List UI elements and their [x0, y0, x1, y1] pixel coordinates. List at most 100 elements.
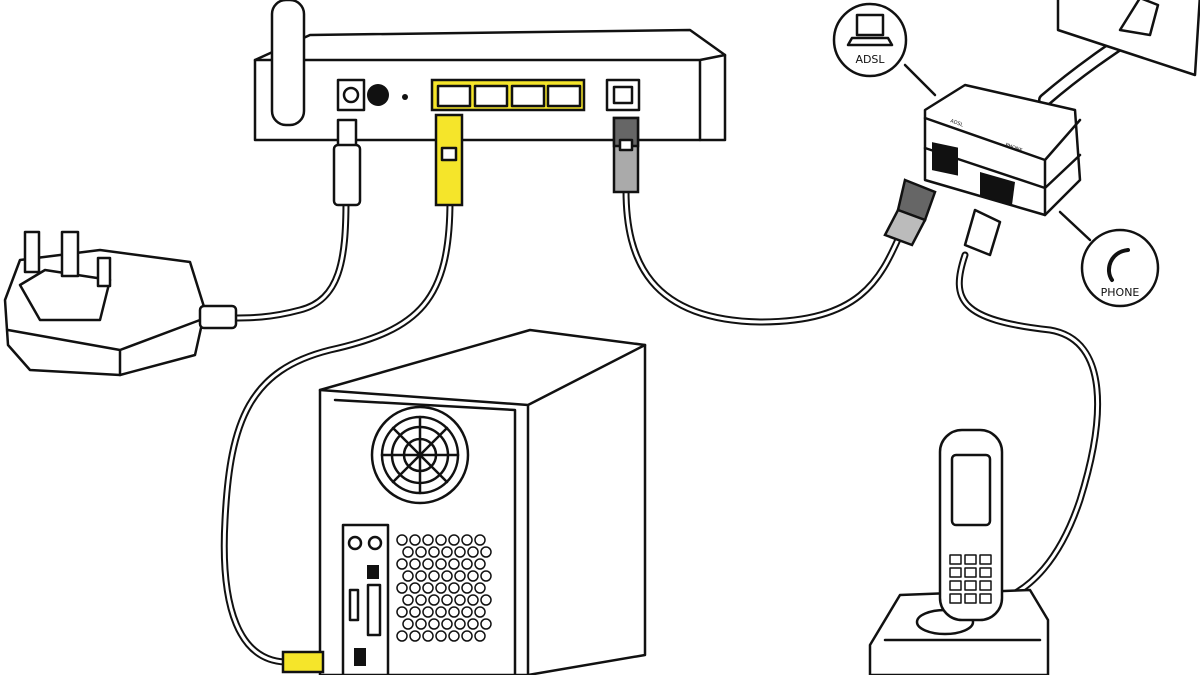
vent-hole	[428, 618, 440, 630]
vent-hole	[480, 618, 492, 630]
dsl-cable	[622, 186, 904, 326]
vent-hole	[409, 630, 421, 642]
vent-hole	[441, 594, 453, 606]
dsl-plug	[612, 116, 640, 194]
vent-hole	[435, 582, 447, 594]
adsl-callout-label: ADSL	[855, 53, 885, 66]
vent-hole	[467, 546, 479, 558]
power-jack-plug	[332, 118, 362, 207]
vent-hole	[396, 606, 408, 618]
vent-hole	[448, 582, 460, 594]
phone-key	[964, 567, 977, 578]
vent-hole	[428, 570, 440, 582]
phone-cable	[955, 251, 1102, 604]
adsl-callout: ADSL	[832, 2, 937, 97]
vent-hole	[415, 618, 427, 630]
ethernet-plug	[434, 113, 464, 207]
vent-hole	[467, 570, 479, 582]
phone-key	[964, 580, 977, 591]
vent-hole	[435, 606, 447, 618]
cordless-phone	[868, 428, 1050, 675]
lan-ports	[430, 78, 586, 112]
vent-hole	[428, 546, 440, 558]
vent-hole	[480, 570, 492, 582]
vent-hole	[422, 558, 434, 570]
vent-hole	[448, 630, 460, 642]
vent-hole	[474, 558, 486, 570]
vent-hole	[415, 594, 427, 606]
pc-tower	[318, 328, 647, 675]
vent-hole	[396, 582, 408, 594]
vent-hole	[441, 618, 453, 630]
vent-hole	[396, 534, 408, 546]
phone-key	[979, 593, 992, 604]
vent-hole	[480, 594, 492, 606]
vent-hole	[474, 630, 486, 642]
adsl-splitter: ADSL PHONE	[923, 83, 1082, 217]
vent-hole	[454, 570, 466, 582]
vent-hole	[402, 570, 414, 582]
vent-hole	[435, 630, 447, 642]
power-adapter	[3, 230, 238, 377]
vent-hole	[467, 594, 479, 606]
vent-hole	[441, 570, 453, 582]
rj45-plug-splitter	[883, 178, 937, 247]
phone-key	[964, 593, 977, 604]
vent-hole	[396, 558, 408, 570]
vent-hole	[415, 546, 427, 558]
vent-hole	[480, 546, 492, 558]
vent-grille	[396, 534, 492, 642]
vent-hole	[409, 558, 421, 570]
vent-hole	[402, 594, 414, 606]
vent-hole	[422, 582, 434, 594]
vent-hole	[396, 630, 408, 642]
vent-hole	[448, 534, 460, 546]
vent-hole	[467, 618, 479, 630]
ethernet-plug-pc	[281, 650, 325, 674]
power-cable	[228, 196, 350, 322]
vent-hole	[402, 546, 414, 558]
phone-key	[949, 593, 962, 604]
phone-key	[964, 554, 977, 565]
wall-socket	[1056, 0, 1200, 77]
vent-hole	[461, 606, 473, 618]
vent-hole	[474, 534, 486, 546]
phone-key	[979, 554, 992, 565]
vent-hole	[422, 630, 434, 642]
phone-key	[949, 554, 962, 565]
vent-hole	[435, 558, 447, 570]
vent-hole	[422, 534, 434, 546]
vent-hole	[428, 594, 440, 606]
phone-callout: PHONE	[1058, 210, 1160, 308]
vent-hole	[474, 582, 486, 594]
vent-hole	[415, 570, 427, 582]
splitter-adsl-label: ADSL	[949, 118, 964, 128]
vent-hole	[448, 606, 460, 618]
phone-key	[949, 567, 962, 578]
router	[253, 0, 727, 142]
vent-hole	[441, 546, 453, 558]
vent-hole	[448, 558, 460, 570]
phone-key	[949, 580, 962, 591]
vent-hole	[454, 594, 466, 606]
vent-hole	[454, 546, 466, 558]
vent-hole	[409, 582, 421, 594]
vent-hole	[461, 630, 473, 642]
keypad	[949, 554, 992, 604]
ethernet-cable	[220, 196, 454, 666]
vent-hole	[461, 582, 473, 594]
fan	[370, 405, 470, 505]
phone-key	[979, 567, 992, 578]
vent-hole	[402, 618, 414, 630]
antenna	[270, 0, 306, 127]
phone-key	[979, 580, 992, 591]
vent-hole	[409, 606, 421, 618]
vent-hole	[461, 534, 473, 546]
splitter-phone-label: PHONE	[1004, 142, 1023, 154]
vent-hole	[454, 618, 466, 630]
vent-hole	[474, 606, 486, 618]
phone-callout-label: PHONE	[1101, 286, 1140, 299]
vent-hole	[461, 558, 473, 570]
rj11-plug	[963, 208, 1002, 257]
